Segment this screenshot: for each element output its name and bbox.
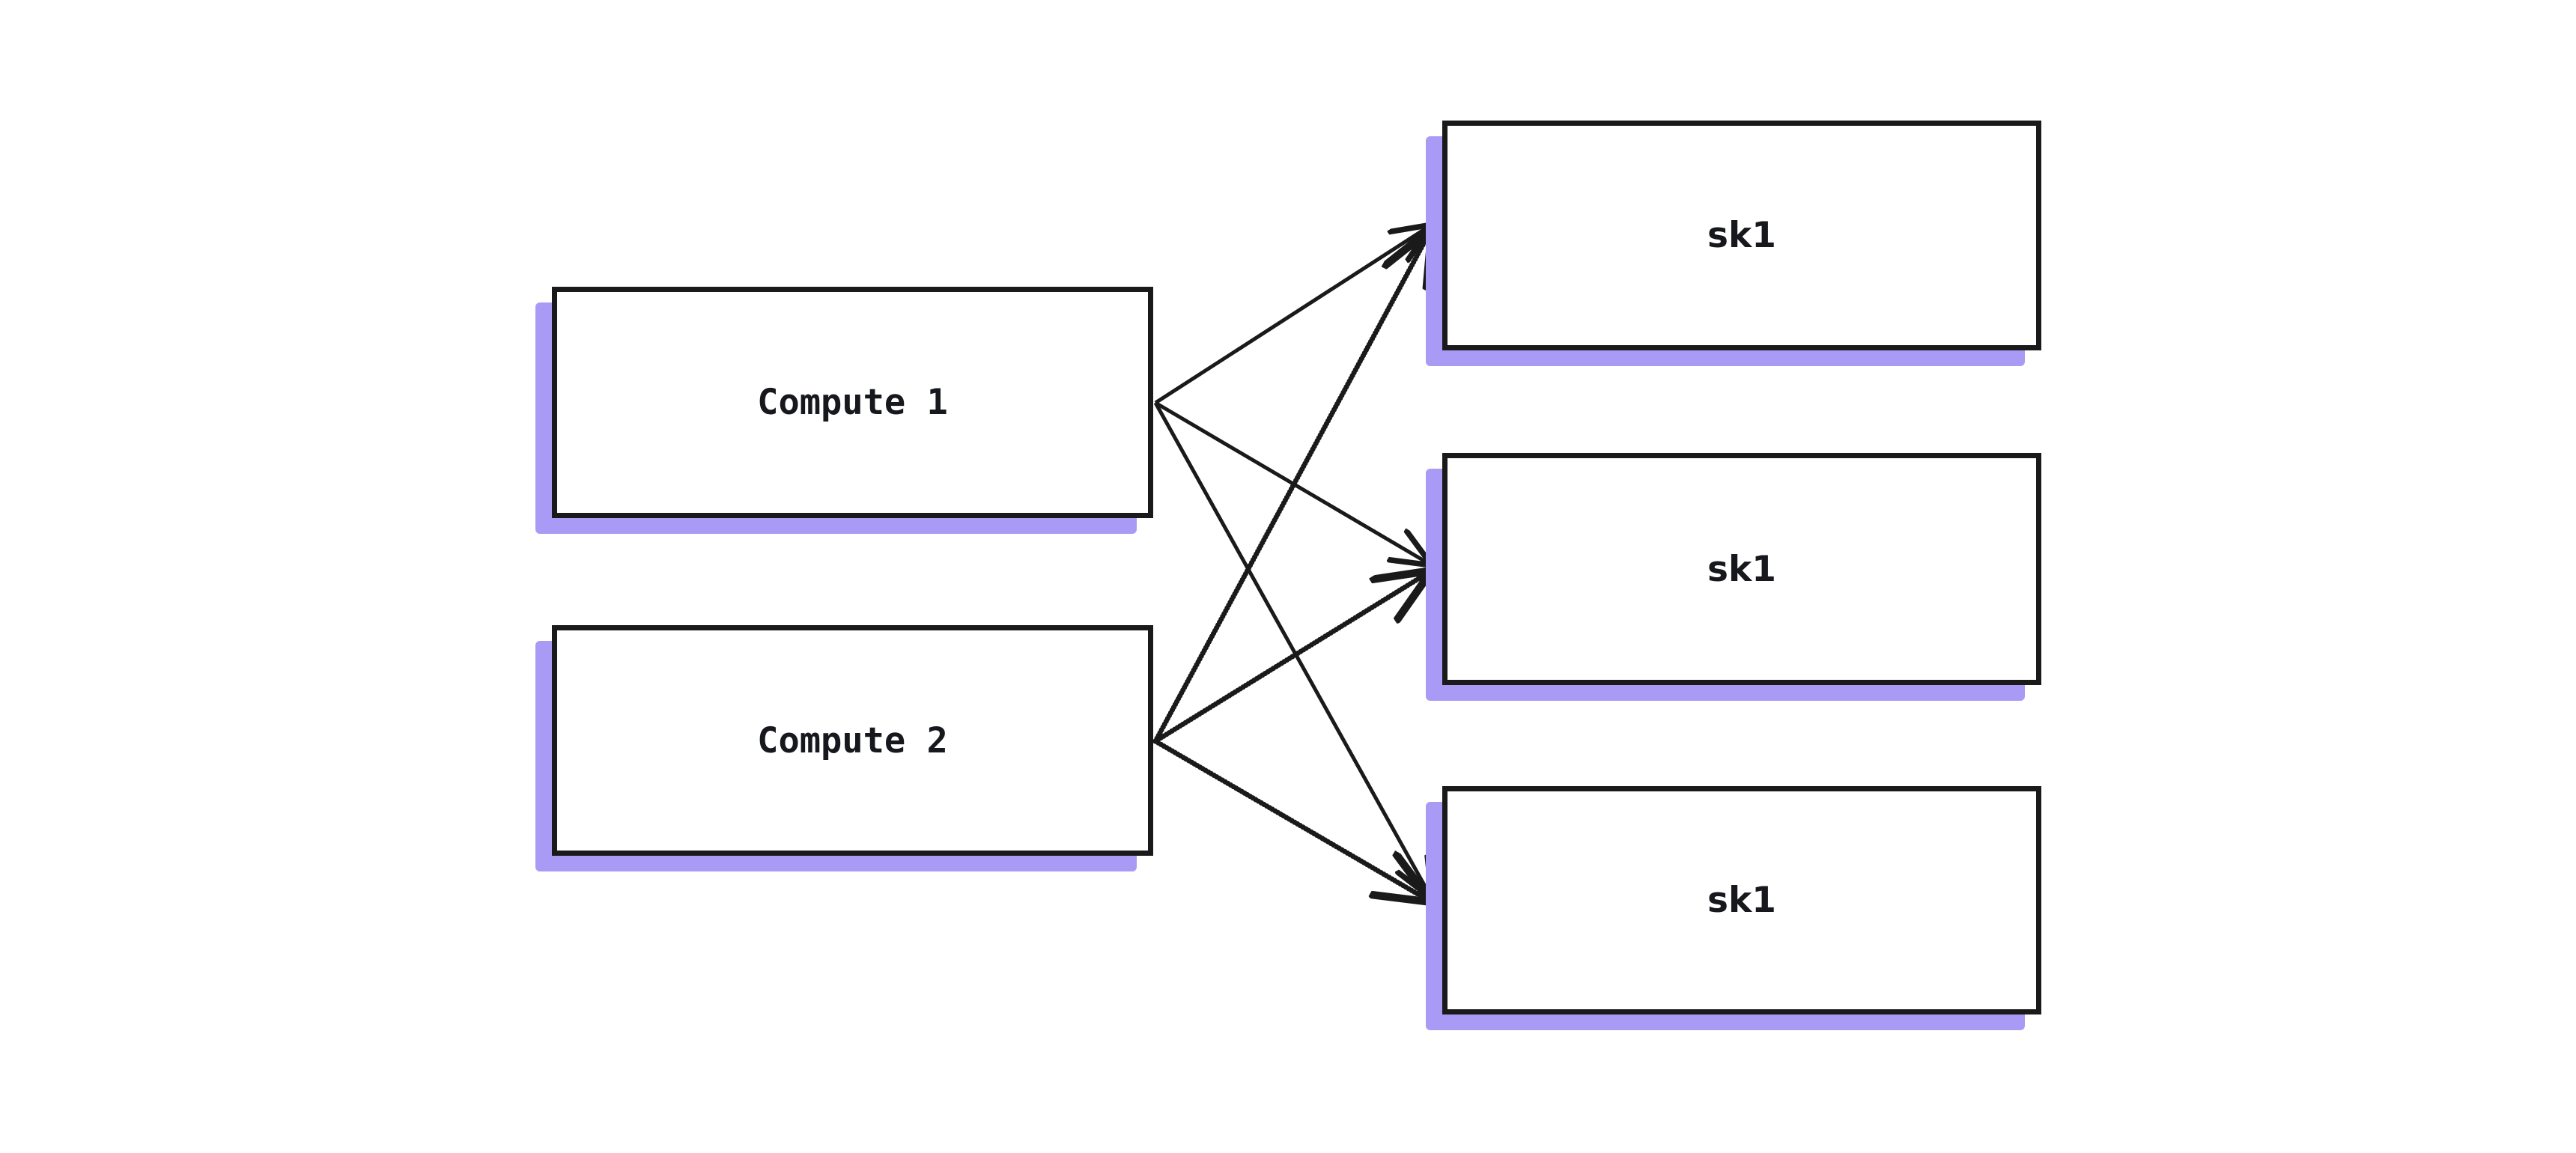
edge-c2-sk1-middle [1152,571,1432,744]
node-label-sk1-bottom: sk1 [1707,880,1776,921]
node-compute-1[interactable]: Compute 1 [552,287,1153,518]
edge-c2-sk1-bottom [1152,738,1432,902]
node-sk1-middle[interactable]: sk1 [1442,453,2041,685]
node-label-sk1-middle: sk1 [1707,548,1776,590]
node-label-compute-1: Compute 1 [757,382,948,423]
edge-c1-sk1-bottom [1153,401,1432,898]
node-label-compute-2: Compute 2 [757,720,948,761]
node-sk1-bottom[interactable]: sk1 [1442,786,2041,1014]
edge-c1-sk1-top [1154,225,1432,405]
node-label-sk1-top: sk1 [1707,215,1776,256]
edge-c2-sk1-top [1152,228,1432,744]
edge-c1-sk1-middle [1154,401,1432,565]
node-sk1-top[interactable]: sk1 [1442,121,2041,350]
node-compute-2[interactable]: Compute 2 [552,625,1153,856]
